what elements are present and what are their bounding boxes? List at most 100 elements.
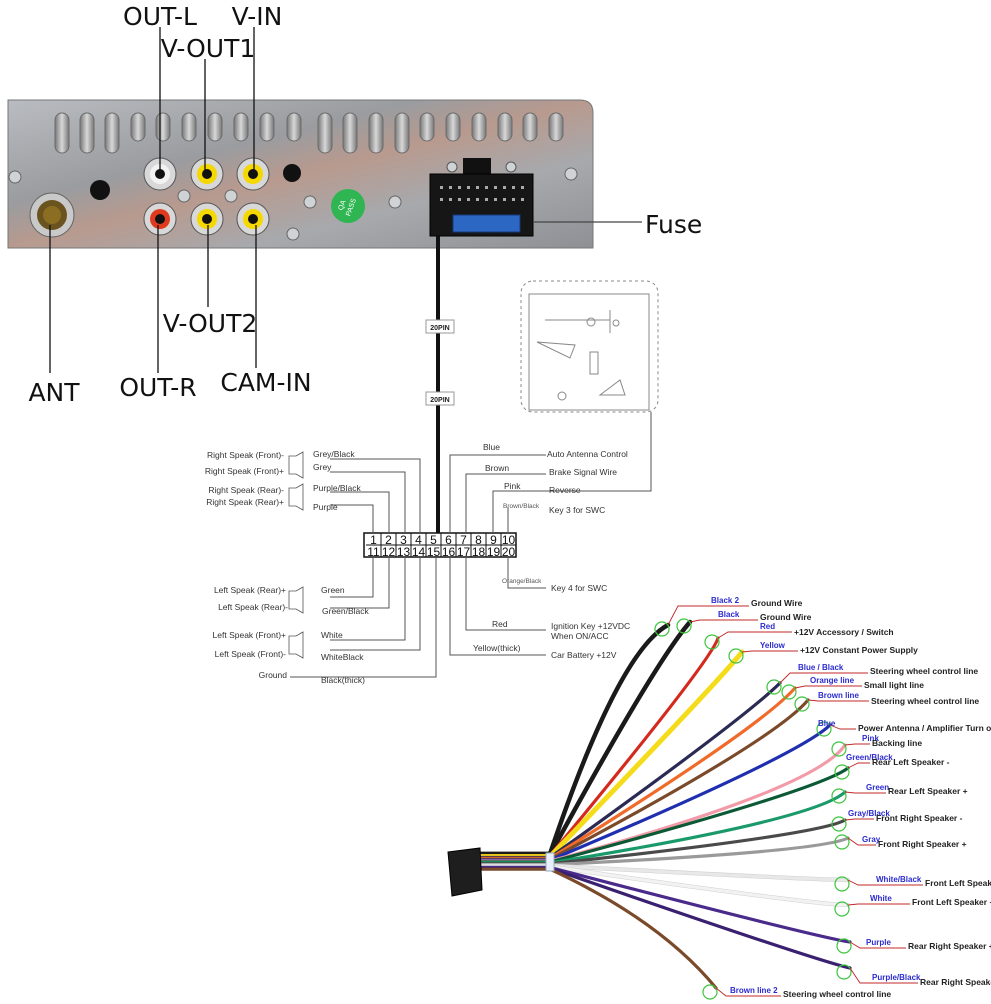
pin-number: 9	[490, 533, 497, 547]
screw-icon	[8, 170, 22, 184]
harness-color-label: Gray	[862, 835, 881, 844]
connector-pins	[440, 186, 524, 201]
wire-color-label: Purple/Black	[313, 483, 361, 493]
harness-wire	[477, 619, 693, 858]
pin-number: 17	[457, 545, 471, 559]
wire-marker-icon	[704, 634, 720, 650]
wire-marker-icon	[831, 741, 847, 757]
pinout-wires	[290, 412, 652, 678]
qa-pass-sticker: QA PASS	[331, 189, 365, 223]
pin-number: 8	[475, 533, 482, 547]
harness-function-label: Rear Left Speaker +	[888, 786, 968, 796]
leader-line	[807, 699, 869, 702]
harness-function-label: Steering wheel control line	[870, 666, 978, 676]
speaker-icon	[288, 586, 304, 614]
harness-wire	[478, 818, 847, 866]
connector-pin	[503, 186, 506, 189]
harness-wire	[478, 864, 850, 907]
wire-marker-icon	[766, 679, 782, 695]
screw-icon	[446, 161, 458, 173]
speaker-label: Left Speak (Front)+	[213, 630, 287, 640]
reverse-gear-inset	[520, 280, 659, 413]
harness-function-label: Front Right Speaker +	[878, 839, 967, 849]
pin-number: 20	[502, 545, 516, 559]
connector-pin	[458, 198, 461, 201]
wire-color-label: Red	[492, 619, 508, 629]
speaker-icons	[288, 451, 304, 659]
pin-number: 19	[487, 545, 501, 559]
function-label: When ON/ACC	[551, 631, 609, 641]
cable-tie	[545, 852, 555, 872]
leader-line	[847, 903, 910, 906]
wire-marker-icon	[816, 721, 832, 737]
harness-color-label: Red	[760, 622, 775, 631]
pin-number: 11	[367, 545, 380, 559]
fuse[interactable]	[452, 214, 521, 233]
wire-color-label: Purple	[313, 502, 338, 512]
vent-slot	[548, 112, 564, 142]
pin-number: 16	[442, 545, 456, 559]
wire-color-label: Yellow(thick)	[473, 643, 521, 653]
speaker-icon	[288, 483, 304, 511]
vent-slot	[259, 112, 275, 142]
harness-color-label: Gray/Black	[848, 809, 890, 818]
function-label: Reverse	[549, 485, 581, 495]
label-out-l: OUT-L	[123, 2, 197, 31]
harness-function-label: Rear Left Speaker -	[872, 757, 950, 767]
wire-marker-icon	[676, 618, 692, 634]
wire-marker-icon	[831, 788, 847, 804]
screw-icon	[505, 161, 517, 173]
speaker-label: Right Speak (Rear)+	[206, 497, 284, 507]
connector-pin	[449, 186, 452, 189]
label-v-out2: V-OUT2	[163, 309, 258, 338]
speaker-label: Right Speak (Front)-	[207, 450, 284, 460]
harness-wire	[478, 867, 718, 990]
label-v-in: V-IN	[232, 2, 283, 31]
wire-color-label: Green/Black	[322, 606, 370, 616]
label-ant: ANT	[28, 378, 80, 407]
harness-wire	[478, 723, 832, 862]
connector-pin	[494, 186, 497, 189]
harness-wire	[478, 681, 782, 860]
wire-color-label: Grey/Black	[313, 449, 355, 459]
harness-wire	[478, 698, 810, 861]
harness-color-label: Pink	[862, 734, 879, 743]
pin-number: 6	[445, 533, 452, 547]
vent-slot	[181, 112, 197, 142]
label-fuse: Fuse	[645, 210, 702, 239]
wire-marker-icon	[834, 876, 850, 892]
vent-slot	[522, 112, 538, 142]
function-label: Key 3 for SWC	[549, 505, 605, 515]
harness-function-label: Rear Right Speaker -	[920, 977, 991, 987]
qa-text: QA	[338, 199, 348, 211]
leader-line	[847, 879, 923, 886]
vent-slot	[54, 112, 70, 154]
harness-connector	[429, 158, 534, 237]
harness-color-label: Black 2	[711, 596, 740, 605]
vent-slot	[104, 112, 120, 154]
rca-out-r	[143, 202, 177, 236]
leader-line	[844, 818, 874, 821]
leader-line	[849, 967, 918, 984]
label-cam-in: CAM-IN	[220, 368, 311, 397]
leader-line	[844, 791, 886, 794]
speaker-label: Left Speak (Rear)-	[218, 602, 288, 612]
pin-number: 15	[427, 545, 441, 559]
harness-wires	[477, 618, 852, 1000]
connector-pin	[512, 198, 515, 201]
wire-marker-icon	[654, 621, 670, 637]
vent-slot	[471, 112, 487, 142]
rear-panel: QA PASS	[7, 99, 594, 249]
connector-pin	[467, 198, 470, 201]
speaker-label: Right Speak (Rear)-	[208, 485, 284, 495]
pin-number: 12	[382, 545, 396, 559]
pin-number: 4	[415, 533, 422, 547]
pin-number: 7	[460, 533, 467, 547]
speaker-label: Left Speak (Front)-	[215, 649, 287, 659]
connector-pin	[503, 198, 506, 201]
harness-wire	[478, 864, 850, 882]
function-label: Key 4 for SWC	[551, 583, 607, 593]
function-label: Auto Antenna Control	[547, 449, 628, 459]
connector-pin	[485, 186, 488, 189]
harness-wire	[478, 636, 720, 858]
